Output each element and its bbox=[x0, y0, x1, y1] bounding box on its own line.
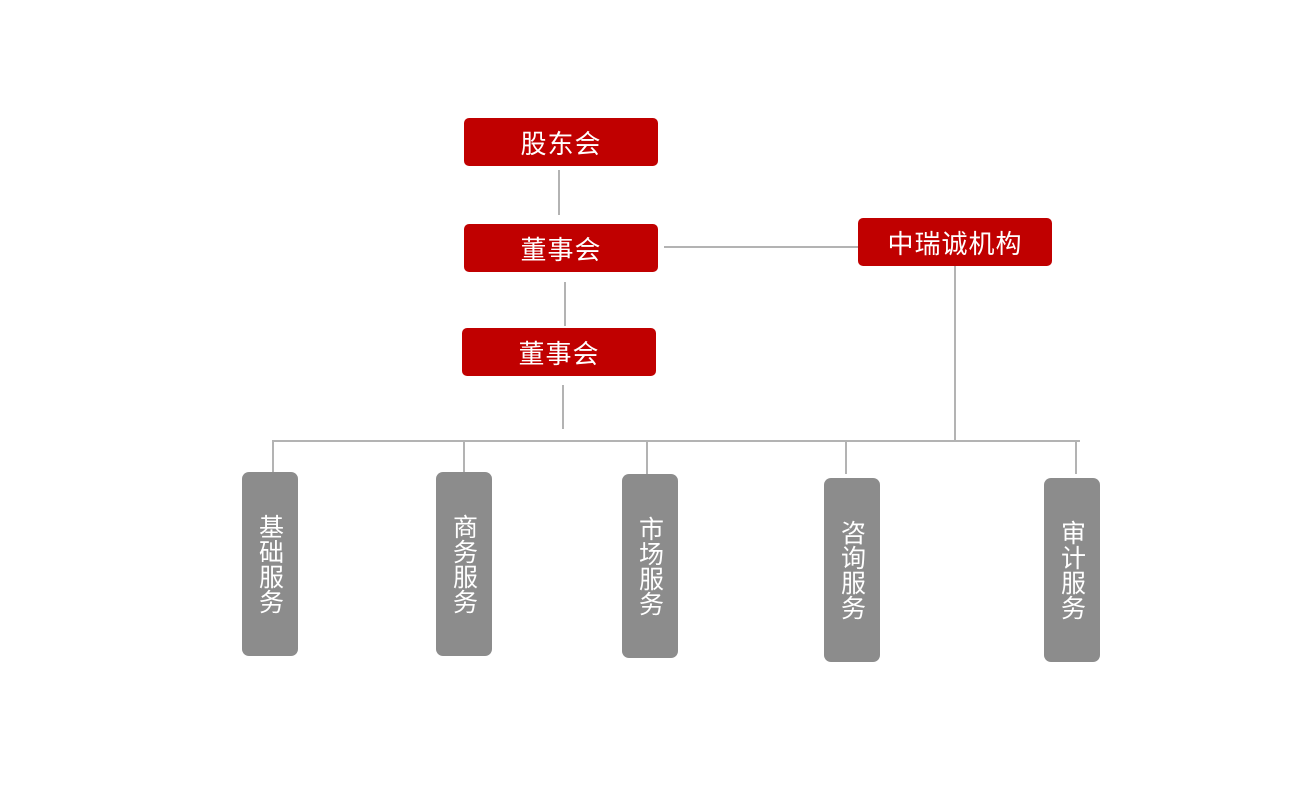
service-node-audit: 审计服务 bbox=[1044, 478, 1100, 662]
node-board-second: 董事会 bbox=[462, 328, 656, 376]
connector-board-institution bbox=[664, 246, 860, 248]
service-node-audit-label: 审计服务 bbox=[1057, 520, 1087, 620]
connector-service-4 bbox=[845, 440, 847, 474]
connector-service-3 bbox=[646, 440, 648, 475]
connector-service-5 bbox=[1075, 440, 1077, 474]
service-node-market-label: 市场服务 bbox=[635, 516, 665, 616]
connector-service-2 bbox=[463, 440, 465, 473]
node-board: 董事会 bbox=[464, 224, 658, 272]
connector-institution-bus bbox=[954, 266, 956, 441]
service-node-consulting: 咨询服务 bbox=[824, 478, 880, 662]
service-node-basic: 基础服务 bbox=[242, 472, 298, 656]
service-node-market: 市场服务 bbox=[622, 474, 678, 658]
connector-board-board bbox=[564, 282, 566, 326]
service-node-business: 商务服务 bbox=[436, 472, 492, 656]
node-shareholders-label: 股东会 bbox=[520, 129, 602, 160]
node-shareholders: 股东会 bbox=[464, 118, 658, 166]
service-node-consulting-label: 咨询服务 bbox=[837, 520, 867, 620]
node-institution-label: 中瑞诚机构 bbox=[887, 229, 1023, 260]
service-bus bbox=[272, 440, 1080, 442]
service-node-basic-label: 基础服务 bbox=[255, 514, 285, 614]
node-institution: 中瑞诚机构 bbox=[858, 218, 1052, 266]
connector-shareholders-board bbox=[558, 170, 560, 215]
node-board-second-label: 董事会 bbox=[518, 339, 600, 370]
service-node-business-label: 商务服务 bbox=[449, 514, 479, 614]
node-board-label: 董事会 bbox=[520, 235, 602, 266]
connector-service-1 bbox=[272, 440, 274, 473]
connector-board-bus bbox=[562, 385, 564, 429]
